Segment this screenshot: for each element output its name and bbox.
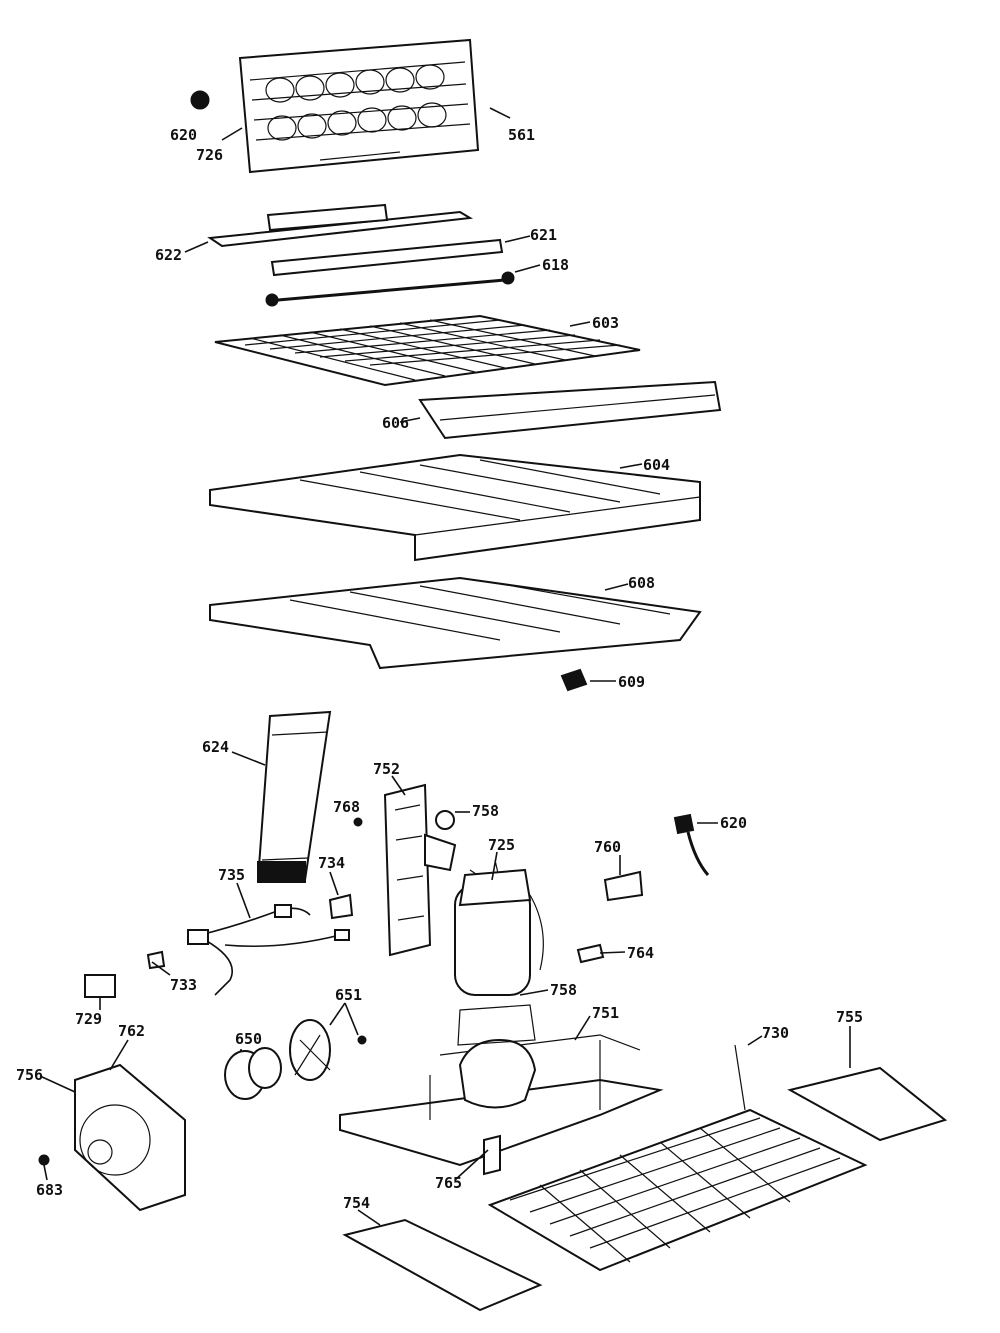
condenser-coil-730 bbox=[487, 1044, 868, 1272]
rail-621 bbox=[270, 238, 504, 277]
callout-756: 756 bbox=[16, 1066, 43, 1084]
capacitor-764 bbox=[576, 943, 605, 964]
callout-624: 624 bbox=[202, 738, 229, 756]
callout-604: 604 bbox=[643, 456, 670, 474]
callout-734: 734 bbox=[318, 854, 345, 872]
base-pan-751 bbox=[339, 1004, 664, 1167]
fan-shroud-762 bbox=[74, 1063, 186, 1212]
callout-683: 683 bbox=[36, 1181, 63, 1199]
callout-609: 609 bbox=[618, 673, 645, 691]
wiring-harness-735 bbox=[187, 904, 350, 996]
plate-755 bbox=[787, 1066, 948, 1142]
part-733 bbox=[146, 950, 166, 970]
callout-754: 754 bbox=[343, 1194, 370, 1212]
relay-760 bbox=[603, 870, 644, 902]
callout-733: 733 bbox=[170, 976, 197, 994]
cover-608 bbox=[209, 576, 702, 670]
grommet-620 bbox=[190, 90, 210, 110]
part-729 bbox=[84, 974, 116, 998]
callout-608: 608 bbox=[628, 574, 655, 592]
callout-735: 735 bbox=[218, 866, 245, 884]
overload-734 bbox=[328, 893, 354, 920]
callout-618: 618 bbox=[542, 256, 569, 274]
clip-609 bbox=[560, 668, 588, 692]
callout-650: 650 bbox=[235, 1030, 262, 1048]
callout-726: 726 bbox=[196, 146, 223, 164]
callout-764: 764 bbox=[627, 944, 654, 962]
leader-lines bbox=[39, 127, 851, 1226]
callout-620-top: 620 bbox=[170, 126, 197, 144]
shelf-603 bbox=[214, 314, 641, 387]
compressor-725 bbox=[454, 859, 544, 996]
bracket-752 bbox=[383, 783, 457, 957]
callout-751: 751 bbox=[592, 1004, 619, 1022]
plate-754 bbox=[342, 1218, 543, 1312]
callout-755: 755 bbox=[836, 1008, 863, 1026]
fan-blade-651 bbox=[289, 1019, 331, 1081]
callout-762: 762 bbox=[118, 1022, 145, 1040]
grommet-758 bbox=[435, 810, 455, 830]
rod-618 bbox=[265, 271, 515, 307]
screw-768 bbox=[353, 817, 363, 827]
pan-606 bbox=[418, 380, 722, 440]
callout-561: 561 bbox=[508, 126, 535, 144]
callout-621: 621 bbox=[530, 226, 557, 244]
callout-651: 651 bbox=[335, 986, 362, 1004]
callout-758-bottom: 758 bbox=[550, 981, 577, 999]
callout-768: 768 bbox=[333, 798, 360, 816]
callout-622: 622 bbox=[155, 246, 182, 264]
duct-624 bbox=[256, 710, 332, 883]
callout-758-top: 758 bbox=[472, 802, 499, 820]
screw-683 bbox=[38, 1154, 50, 1166]
cover-604 bbox=[209, 453, 701, 562]
fan-motor-650 bbox=[224, 1047, 282, 1100]
callout-606: 606 bbox=[382, 414, 409, 432]
bracket-bar-622 bbox=[207, 203, 474, 248]
power-plug-620 bbox=[673, 813, 710, 876]
callout-752: 752 bbox=[373, 760, 400, 778]
callout-760: 760 bbox=[594, 838, 621, 856]
bracket-765 bbox=[483, 1134, 501, 1176]
callout-729: 729 bbox=[75, 1010, 102, 1028]
callout-765: 765 bbox=[435, 1174, 462, 1192]
callout-620-plug: 620 bbox=[720, 814, 747, 832]
callout-725: 725 bbox=[488, 836, 515, 854]
callout-603: 603 bbox=[592, 314, 619, 332]
callout-730: 730 bbox=[762, 1024, 789, 1042]
evaporator-coil-assembly bbox=[238, 38, 480, 174]
